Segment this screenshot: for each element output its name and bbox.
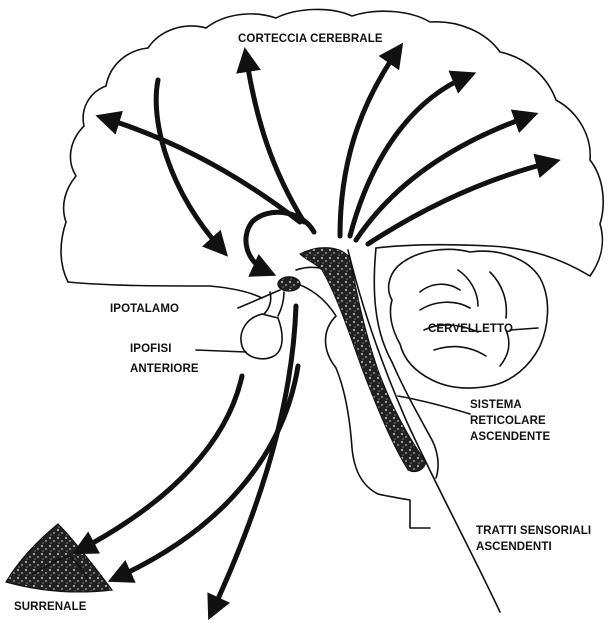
- cerebellum-shape: [389, 249, 548, 388]
- label-adrenal: SURRENALE: [14, 600, 86, 614]
- hypothalamus-shape: [278, 277, 300, 291]
- label-cortex: CORTECCIA CEREBRALE: [238, 32, 383, 46]
- arrow-right-lower: [368, 162, 552, 244]
- arrow-to-body: [116, 366, 298, 578]
- arrow-frontal: [104, 118, 300, 222]
- frontal-base-line: [68, 282, 262, 298]
- arrow-loop: [246, 212, 314, 272]
- pituitary-shape: [241, 314, 282, 359]
- label-reticular-line3: ASCENDENTE: [470, 430, 550, 444]
- leader-reticular: [398, 396, 470, 414]
- descending-arrows: [80, 306, 298, 612]
- label-reticular-line2: RETICOLARE: [470, 414, 546, 428]
- leader-pituitary: [196, 350, 246, 352]
- adrenal-shape: [6, 524, 112, 592]
- label-reticular-line1: SISTEMA: [470, 398, 522, 412]
- cortical-projection-arrows: [104, 50, 552, 272]
- tentorium-line: [376, 245, 590, 276]
- label-sensory-line1: TRATTI SENSORIALI: [476, 524, 591, 538]
- leader-hypothalamus: [238, 290, 280, 308]
- arrow-top-left: [246, 56, 304, 222]
- label-pituitary-line1: IPOFISI: [130, 342, 172, 356]
- cerebrum-outline: [61, 9, 603, 282]
- label-cerebellum: CERVELLETTO: [428, 322, 513, 336]
- label-pituitary-line2: ANTERIORE: [130, 362, 199, 376]
- arrow-to-adrenal: [80, 376, 242, 550]
- label-sensory-line2: ASCENDENTI: [476, 540, 552, 554]
- label-hypothalamus: IPOTALAMO: [110, 302, 179, 316]
- leader-cerebellum: [510, 328, 538, 330]
